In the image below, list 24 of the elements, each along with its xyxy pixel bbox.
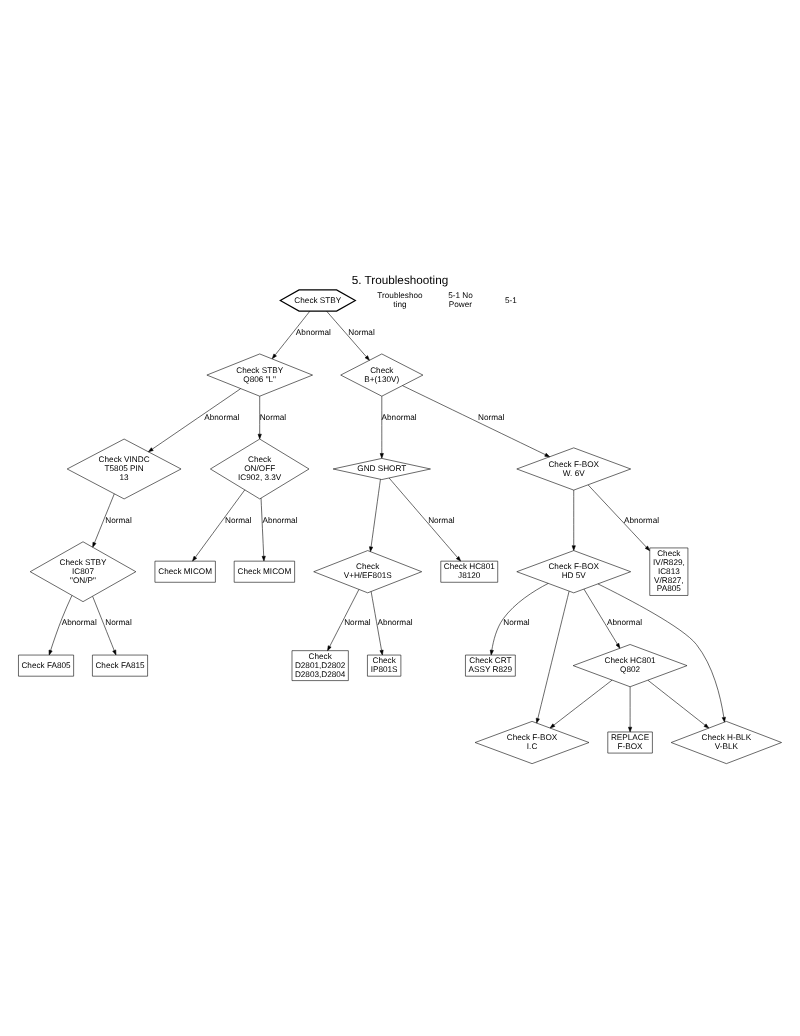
- arrow: [535, 590, 570, 724]
- arrow: [583, 588, 621, 649]
- arrow: [489, 583, 549, 656]
- arrow: [369, 479, 381, 552]
- arrow: [597, 583, 726, 723]
- arrow: [587, 484, 650, 551]
- arrow: [257, 395, 262, 440]
- arrow: [388, 477, 461, 562]
- arrow: [326, 310, 370, 361]
- arrow: [92, 596, 117, 656]
- arrow: [549, 679, 613, 729]
- arrow: [271, 310, 311, 359]
- arrow: [571, 489, 576, 551]
- arrow: [192, 489, 246, 562]
- arrow: [370, 591, 384, 656]
- arrow: [260, 497, 266, 562]
- arrow: [647, 680, 710, 729]
- arrow: [148, 388, 241, 453]
- arrow: [628, 686, 633, 733]
- arrow: [327, 589, 360, 651]
- arrow: [48, 595, 73, 656]
- arrow: [92, 493, 115, 548]
- arrow: [379, 395, 384, 459]
- arrow: [402, 385, 550, 458]
